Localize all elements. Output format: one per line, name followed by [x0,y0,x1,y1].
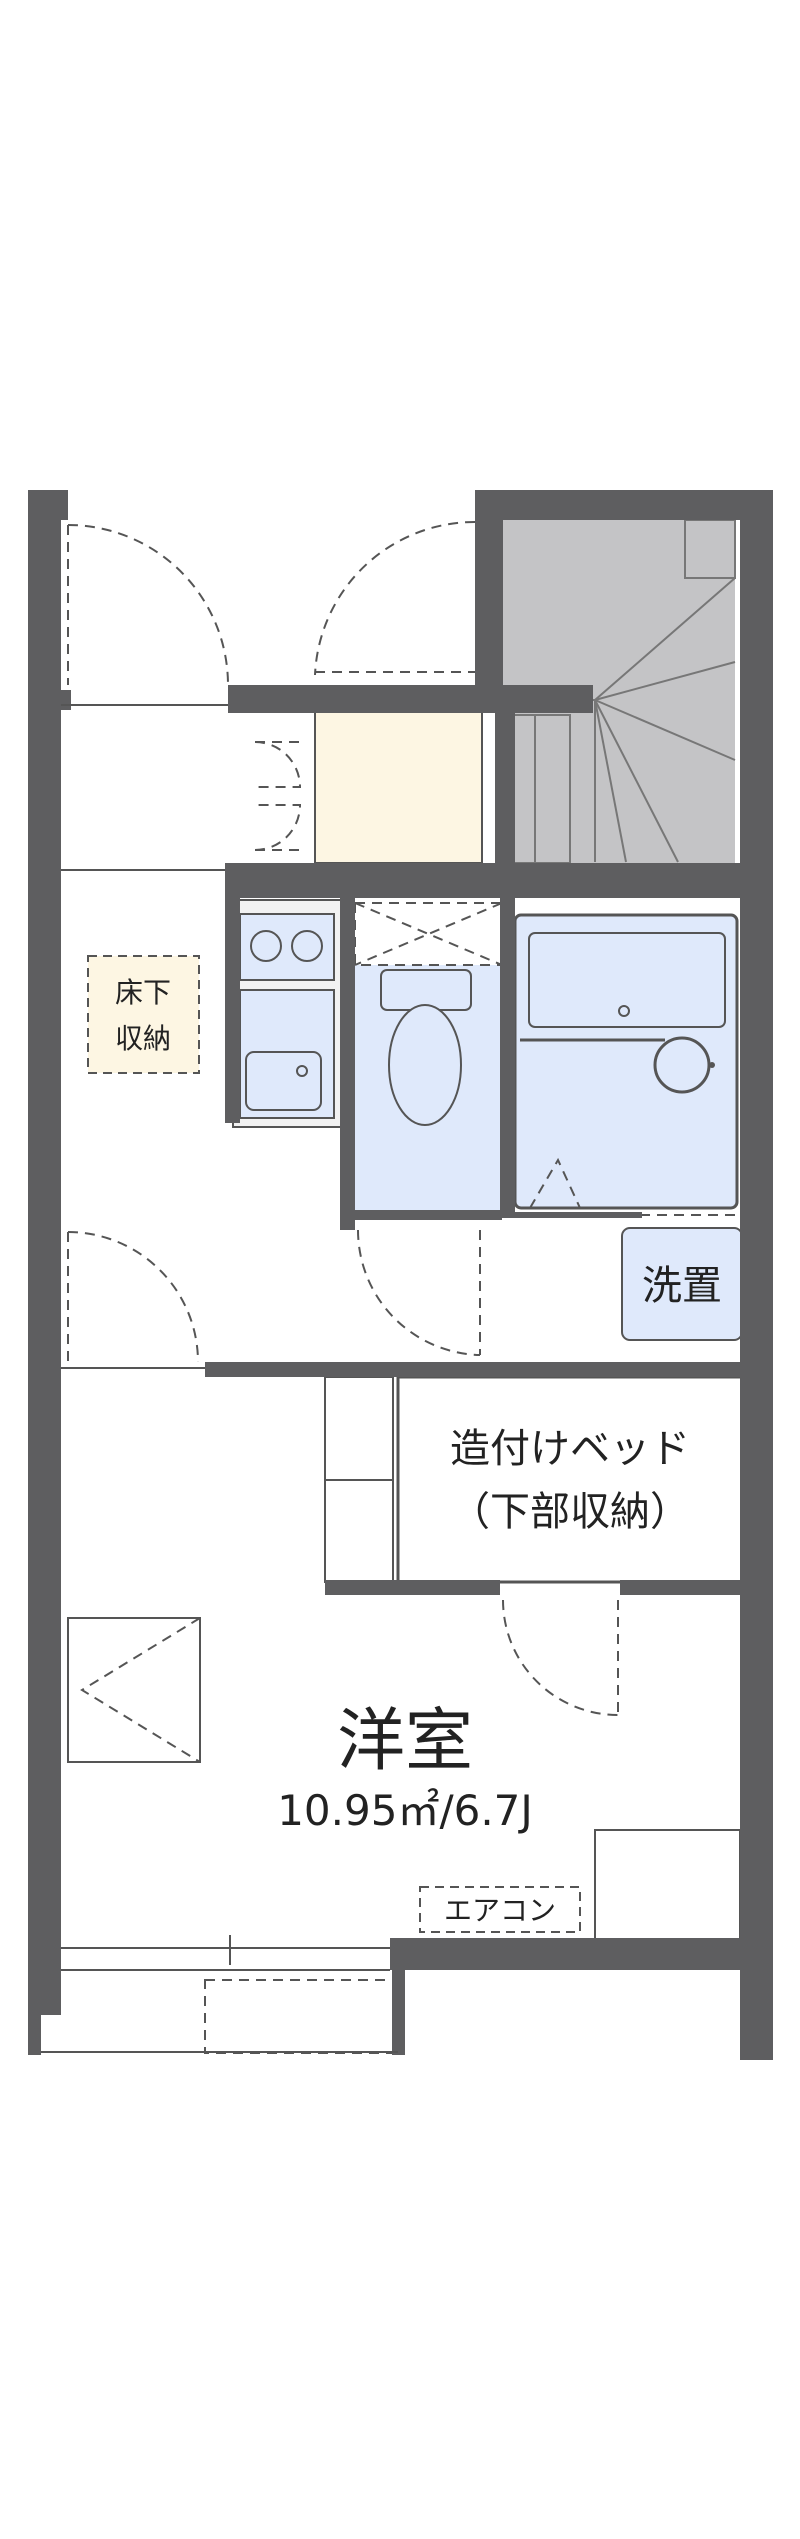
washer-space-label: 洗置 [642,1263,722,1309]
washer-space[interactable]: 洗置 [621,1227,743,1341]
bathroom [513,913,739,1210]
toilet-tank-icon [380,969,472,1011]
staircase [499,519,736,864]
western-room-name: 洋室 [337,1702,473,1781]
closet [314,711,483,864]
toilet-bowl-icon [388,1004,462,1126]
underfloor-storage-label-line1: 床下 [115,976,171,1009]
door-swings [67,520,745,2054]
thin-lines [41,704,398,2053]
air-conditioner-label: エアコン [444,1894,556,1927]
bathtub-icon [528,932,726,1028]
built-in-bed-label-line1: 造付けベッド [450,1426,690,1472]
stove-burner-icon [250,930,282,962]
built-in-bed-label-line2: （下部収納） [450,1489,690,1535]
stove-burner-icon [291,930,323,962]
storage-box [67,1617,201,1763]
sink-icon [245,1051,322,1111]
underfloor-storage[interactable]: 床下 収納 [87,955,200,1074]
toilet-room [354,902,503,1210]
air-conditioner: エアコン [419,1886,581,1933]
washbasin-icon [653,1036,711,1094]
western-room-area: 10.95㎡/6.7J [277,1786,533,1835]
underfloor-storage-label-line2: 収納 [115,1022,171,1055]
wall-niche [594,1829,741,1941]
kitchen-sink-unit [232,899,342,1128]
shelf-unit [324,1376,394,1583]
walls [28,490,773,2060]
built-in-bed[interactable]: 造付けベッド （下部収納） [396,1375,744,1584]
